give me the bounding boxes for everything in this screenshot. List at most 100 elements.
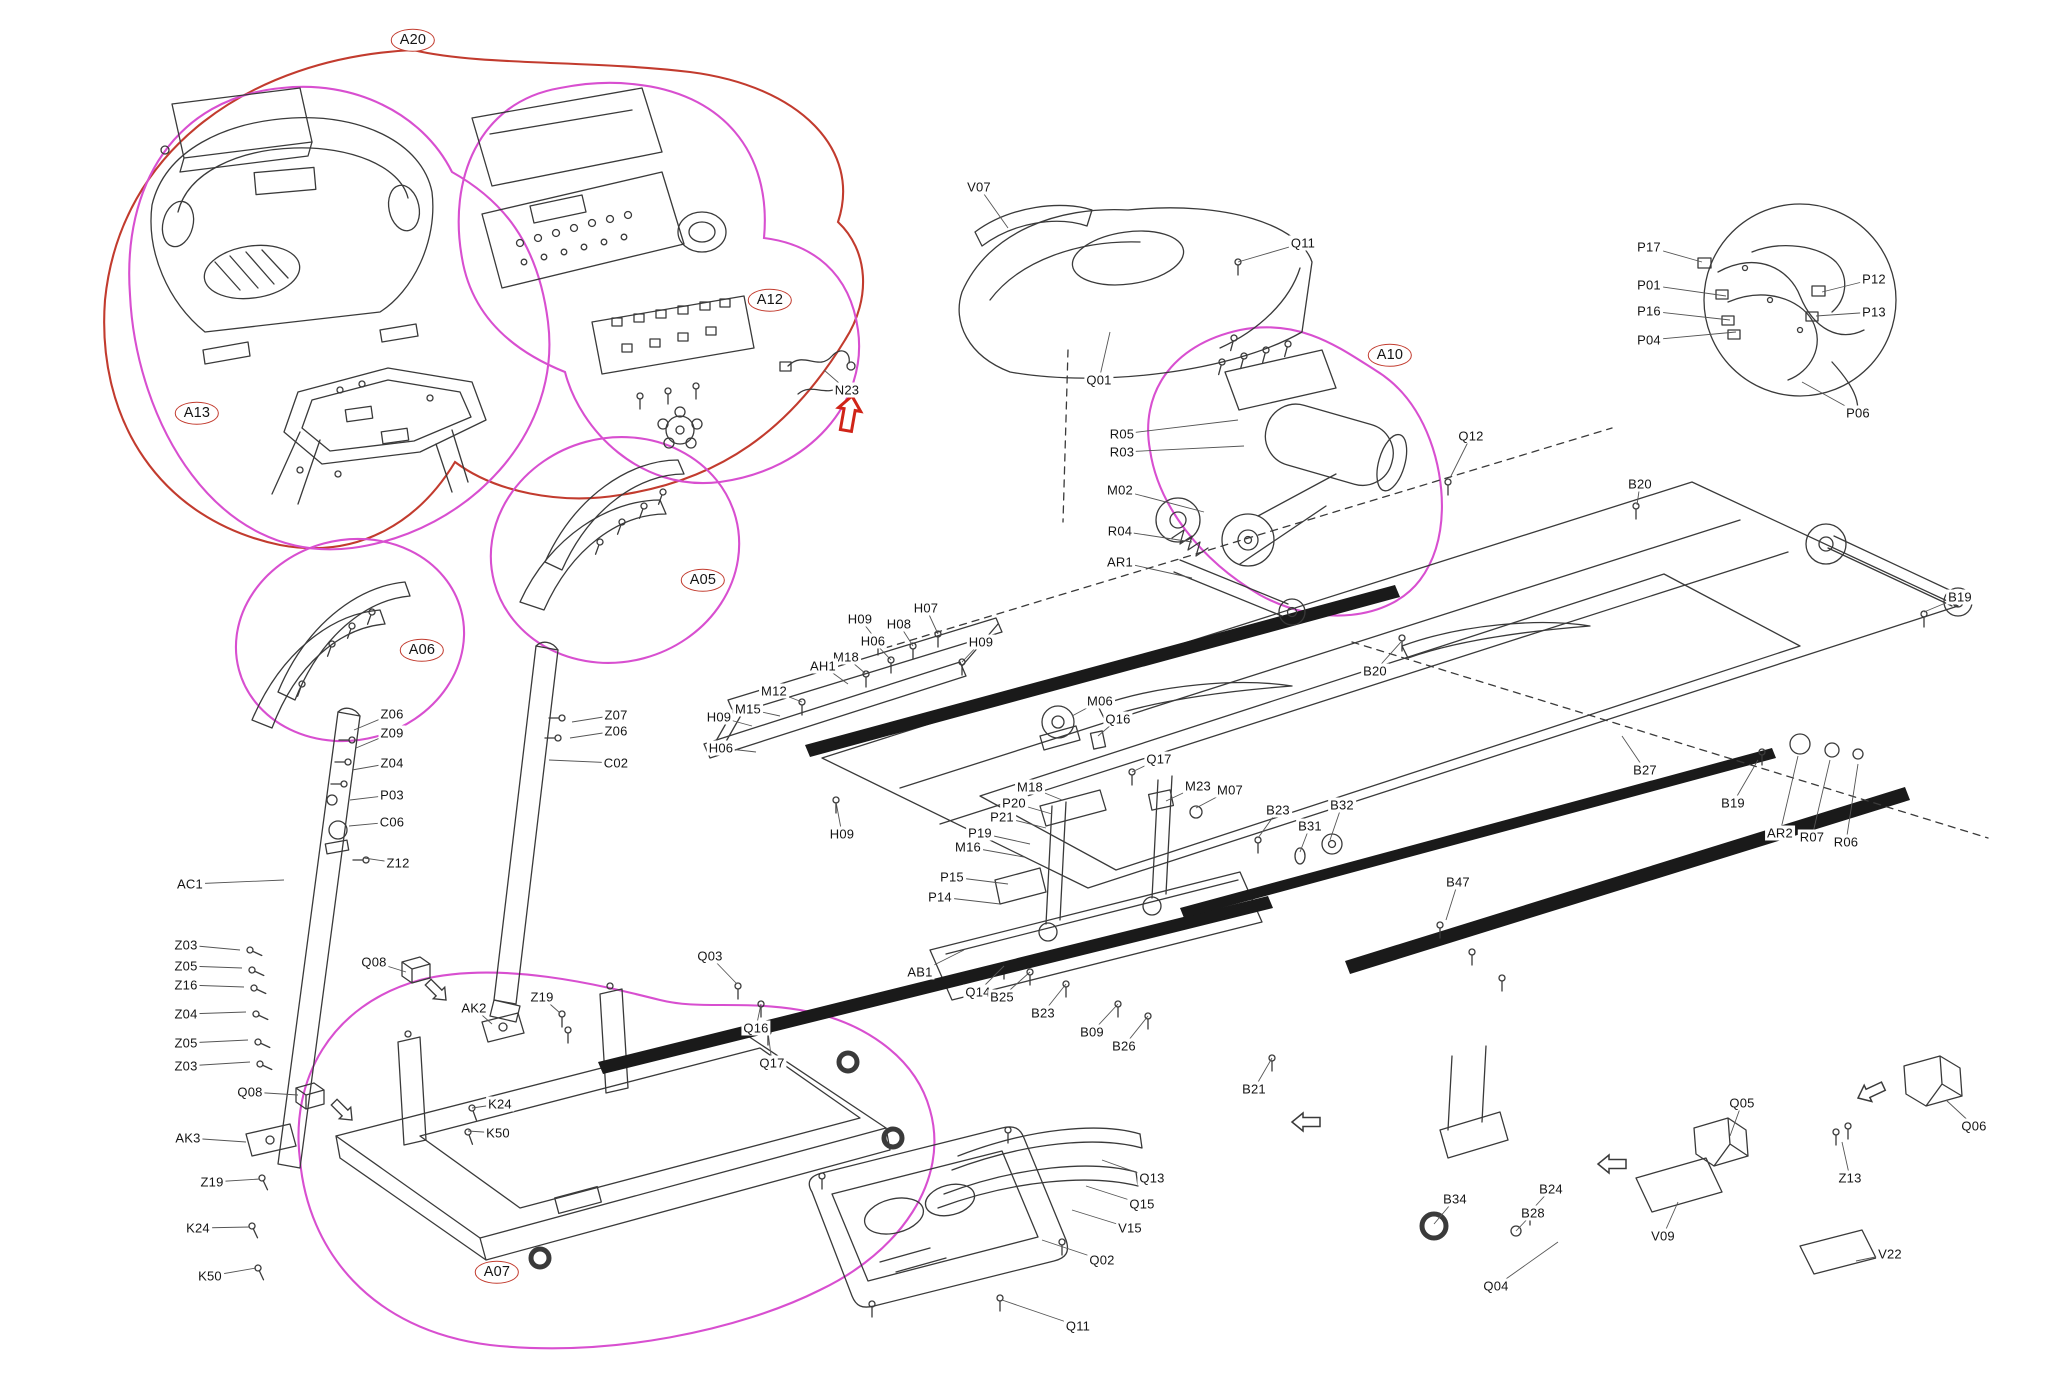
part-label-v07: V07 [965,179,993,195]
rail-covers-a05 [519,459,685,611]
assembly-label-a05: A05 [680,568,726,592]
part-label-p14: P14 [926,889,954,905]
part-label-r05: R05 [1107,426,1137,442]
part-label-b34: B34 [1441,1191,1469,1207]
part-label-p13: P13 [1860,304,1888,320]
left-console-assembly [150,87,434,365]
part-label-z05: Z05 [172,1035,200,1051]
part-label-ar2: AR2 [1765,825,1795,841]
leader-lines [185,186,1975,1327]
motor-assembly [1155,333,1408,626]
base-frame [335,982,905,1270]
leader-line [1845,763,1859,843]
part-label-z13: Z13 [1836,1170,1864,1186]
hardware-left [245,945,572,1282]
part-label-p06: P06 [1844,405,1872,421]
display-board [591,295,856,449]
part-label-v22: V22 [1876,1246,1904,1262]
leader-line [1811,759,1831,838]
white-arrow [327,1095,359,1127]
part-label-b25: B25 [988,989,1016,1005]
part-label-q04: Q04 [1481,1278,1511,1294]
part-label-m23: M23 [1183,778,1213,794]
group-a12-outline [457,81,861,485]
part-label-z05: Z05 [172,958,200,974]
part-label-v09: V09 [1649,1228,1677,1244]
part-label-z04: Z04 [172,1006,200,1022]
group-a06-outline [234,537,466,743]
leader-line [1121,419,1239,435]
part-label-p04: P04 [1635,332,1663,348]
part-label-b27: B27 [1631,762,1659,778]
part-label-q14: Q14 [963,984,993,1000]
part-label-p21: P21 [988,809,1016,825]
part-label-r03: R03 [1107,444,1137,460]
part-label-p20: P20 [1000,795,1028,811]
group-outlines [103,48,1443,1350]
part-label-h06: H06 [706,740,736,756]
part-label-ak2: AK2 [459,1000,489,1016]
part-label-b28: B28 [1519,1205,1547,1221]
part-label-b31: B31 [1296,818,1324,834]
part-label-b19: B19 [1719,795,1747,811]
part-label-z06: Z06 [602,723,630,739]
part-label-b20: B20 [1361,663,1389,679]
part-label-r06: R06 [1831,834,1861,850]
part-label-h09: H09 [845,611,875,627]
part-label-h09: H09 [966,634,996,650]
part-label-b47: B47 [1444,874,1472,890]
uprights [277,641,566,1169]
part-label-b23: B23 [1264,802,1292,818]
part-label-q08: Q08 [359,954,389,970]
part-label-b19: B19 [1946,589,1974,605]
white-arrow [1291,1112,1321,1132]
part-label-m16: M16 [953,839,983,855]
assembly-label-a20: A20 [390,28,436,52]
rail-covers-a06 [251,581,411,729]
part-label-k50: K50 [484,1125,512,1141]
leader-line [1098,331,1111,381]
part-label-c02: C02 [601,755,631,771]
deck-frame [598,349,1989,1275]
part-label-m07: M07 [1215,782,1245,798]
part-label-q01: Q01 [1084,372,1114,388]
group-a05-outline [489,436,741,664]
group-a20-outline [103,48,865,550]
part-label-n23: N23 [832,382,862,398]
part-label-b21: B21 [1240,1081,1268,1097]
leader-line [1648,331,1737,341]
part-label-z04: Z04 [378,755,406,771]
part-label-h08: H08 [884,616,914,632]
leader-line [1779,755,1799,834]
part-label-k24: K24 [486,1096,514,1112]
part-label-p12: P12 [1860,271,1888,287]
leader-line [189,879,285,885]
part-label-b09: B09 [1078,1024,1106,1040]
part-label-b20: B20 [1626,476,1654,492]
part-label-v15: V15 [1116,1220,1144,1236]
assembly-label-a07: A07 [474,1260,520,1284]
leader-line [1121,445,1245,453]
part-label-r07: R07 [1797,829,1827,845]
part-label-h09: H09 [827,826,857,842]
part-label-p03: P03 [378,787,406,803]
part-label-p17: P17 [1635,239,1663,255]
part-label-q12: Q12 [1456,428,1486,444]
bottom-tray [808,1126,1143,1318]
part-label-h09: H09 [704,709,734,725]
part-label-q15: Q15 [1127,1196,1157,1212]
part-label-z12: Z12 [384,855,412,871]
part-label-q11: Q11 [1288,235,1318,251]
assembly-label-a10: A10 [1367,343,1413,367]
part-label-q16: Q16 [1103,711,1133,727]
part-label-z19: Z19 [198,1174,226,1190]
part-label-q08: Q08 [235,1084,265,1100]
part-label-z09: Z09 [378,725,406,741]
part-label-h06: H06 [858,633,888,649]
group-a10-outline [1147,326,1443,617]
assembly-label-a06: A06 [399,638,445,662]
part-label-z03: Z03 [172,1058,200,1074]
part-label-b23: B23 [1029,1005,1057,1021]
part-label-ar1: AR1 [1105,554,1135,570]
